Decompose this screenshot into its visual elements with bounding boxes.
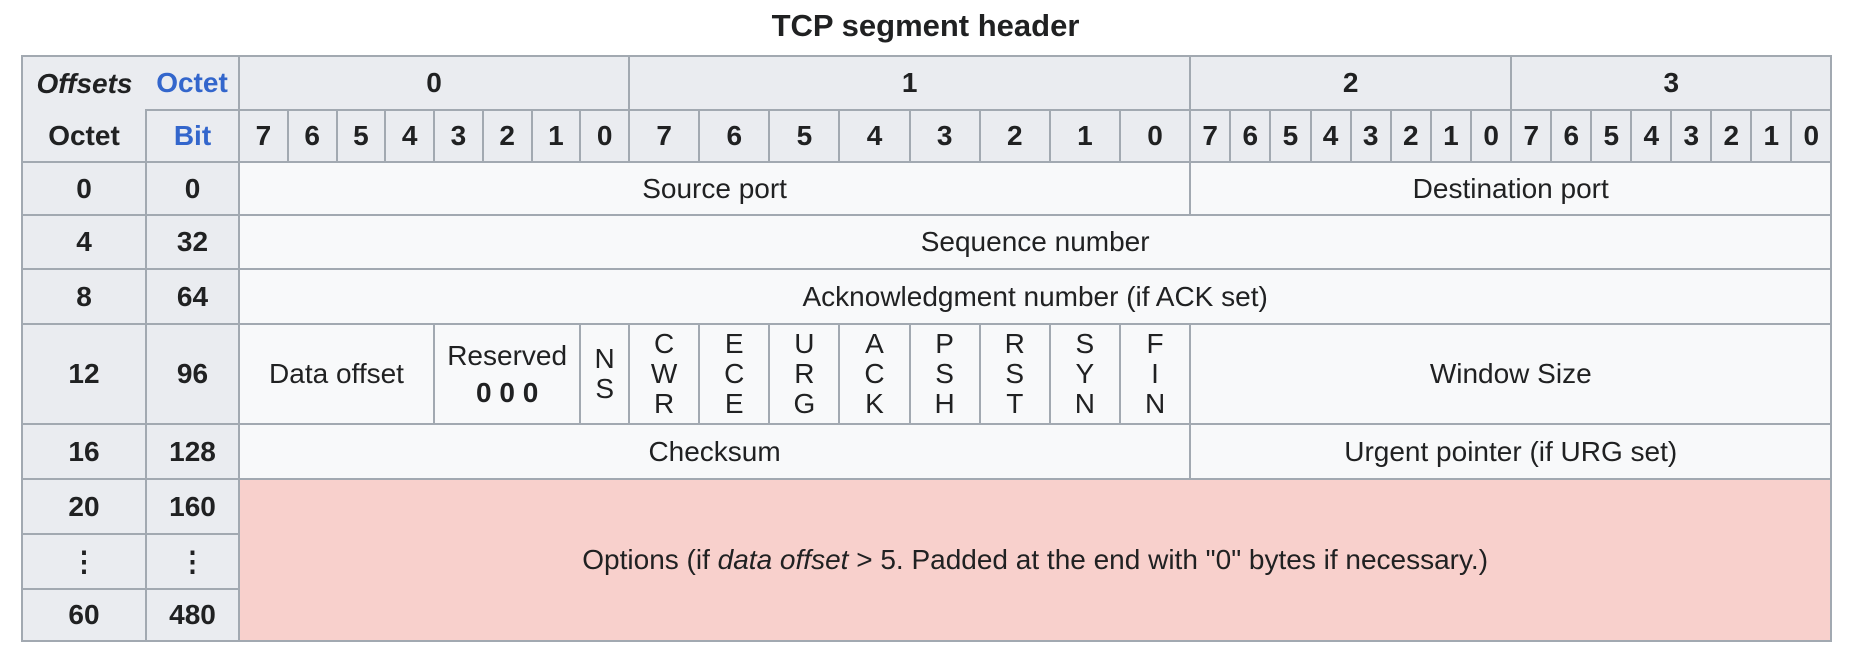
bit-header-cell: 0 — [1790, 109, 1833, 163]
bit-header-cell: 3 — [433, 109, 484, 163]
octet-group-header-3: 3 — [1510, 55, 1833, 111]
bit-header-cell: 2 — [978, 109, 1051, 163]
field-checksum: Checksum — [237, 423, 1192, 480]
bit-header-cell: 4 — [838, 109, 911, 163]
offset-octet-label: 12 — [21, 323, 147, 425]
field-options: Options (if data offset > 5. Padded at t… — [237, 478, 1833, 642]
bit-header-cell: 2 — [481, 109, 533, 163]
bit-header-cell: 6 — [286, 109, 338, 163]
offset-octet-label: ⋮ — [21, 533, 147, 590]
bit-header-cell: 7 — [628, 109, 701, 163]
offset-bit-label: 32 — [145, 214, 240, 270]
bit-header-cell: 6 — [1229, 109, 1272, 163]
octet-group-header-0: 0 — [237, 55, 631, 111]
row-offset-ellipsis: ⋮ ⋮ — [21, 533, 1831, 590]
bit-header-cell: 4 — [1630, 109, 1673, 163]
octet-link[interactable]: Octet — [146, 55, 240, 110]
field-destination-port: Destination port — [1189, 161, 1833, 216]
field-urgent-pointer: Urgent pointer (if URG set) — [1189, 423, 1833, 480]
field-source-port: Source port — [237, 161, 1192, 216]
octet-link-text[interactable]: Octet — [156, 67, 228, 98]
table-caption: TCP segment header — [771, 8, 1080, 43]
options-text-suffix: > 5. Padded at the end with "0" bytes if… — [848, 544, 1489, 575]
bit-header-cell: 1 — [1429, 109, 1473, 163]
field-data-offset: Data offset — [238, 323, 435, 425]
bit-header-cell: 6 — [698, 109, 771, 163]
offset-octet-label: 0 — [21, 161, 147, 216]
header-row-bits: Octet Bit 7 6 5 4 3 2 1 0 7 6 5 4 3 2 1 … — [21, 109, 1833, 163]
offset-octet-label: 60 — [21, 588, 147, 642]
options-text-prefix: Options (if — [582, 544, 718, 575]
field-reserved: Reserved 0 0 0 — [432, 323, 582, 425]
bit-header-cell: 3 — [1349, 109, 1392, 163]
bit-header-cell: 0 — [1118, 109, 1192, 163]
offset-bit-label: 480 — [145, 588, 240, 642]
bit-header-cell: 0 — [579, 109, 631, 163]
octet-group-header-1: 1 — [628, 55, 1192, 111]
row-offset-20: 20 160 Options (if data offset > 5. Padd… — [21, 478, 1833, 642]
offset-octet-label: 4 — [21, 214, 147, 270]
offset-bit-label: 0 — [145, 161, 240, 216]
bit-header-cell: 3 — [908, 109, 981, 163]
bit-header-cell: 4 — [384, 109, 435, 163]
offset-bit-label: 128 — [145, 423, 240, 480]
bit-header-cell: 1 — [1750, 109, 1793, 163]
tcp-header-table: Offsets Octet 0 1 2 3 Octet Bit 7 6 5 4 … — [21, 55, 1833, 642]
row-offset-4: 4 32 Sequence number — [21, 214, 1833, 270]
row-offset-8: 8 64 Acknowledgment number (if ACK set) — [21, 268, 1833, 325]
field-acknowledgment-number: Acknowledgment number (if ACK set) — [237, 268, 1833, 325]
bit-header-cell: 7 — [238, 109, 289, 163]
bit-header-cell: 5 — [335, 109, 387, 163]
bit-link-text[interactable]: Bit — [173, 120, 212, 151]
bit-header-cell: 7 — [1510, 109, 1553, 163]
offset-bit-label: 160 — [145, 478, 240, 535]
header-row-octets: Offsets Octet 0 1 2 3 — [21, 55, 1833, 111]
bit-header-cell: 6 — [1550, 109, 1593, 163]
octet-row-label: Octet — [21, 110, 146, 163]
offset-octet-label: 8 — [21, 268, 147, 325]
field-sequence-number: Sequence number — [237, 214, 1833, 270]
offsets-corner-label: Offsets — [21, 55, 146, 110]
options-text-italic: data offset — [717, 544, 849, 575]
bit-header-cell: 5 — [768, 109, 841, 163]
bit-header-cell: 3 — [1670, 109, 1713, 163]
bit-header-cell: 5 — [1269, 109, 1312, 163]
offset-octet-label: 20 — [21, 478, 147, 535]
tcp-header-diagram: TCP segment header Offsets Octet 0 1 2 3… — [21, 8, 1833, 642]
reserved-value: 0 0 0 — [475, 377, 539, 408]
bit-header-cell: 4 — [1309, 109, 1352, 163]
octet-group-header-2: 2 — [1189, 55, 1513, 111]
bit-header-cell: 2 — [1710, 109, 1753, 163]
row-offset-16: 16 128 Checksum Urgent pointer (if URG s… — [21, 423, 1833, 480]
bit-header-cell: 5 — [1590, 109, 1633, 163]
offset-bit-label: ⋮ — [145, 533, 240, 590]
reserved-label: Reserved — [447, 340, 568, 371]
bit-header-cell: 2 — [1389, 109, 1432, 163]
bit-link[interactable]: Bit — [145, 109, 240, 163]
bit-header-cell: 0 — [1470, 109, 1513, 163]
bit-header-cell: 1 — [1048, 109, 1121, 163]
bit-header-cell: 7 — [1189, 109, 1232, 163]
row-offset-60: 60 480 — [21, 588, 1831, 642]
row-offset-0: 0 0 Source port Destination port — [21, 161, 1833, 216]
offset-bit-label: 96 — [145, 323, 240, 425]
field-window-size: Window Size — [1189, 323, 1833, 425]
offset-octet-label: 16 — [21, 423, 147, 480]
bit-header-cell: 1 — [530, 109, 582, 163]
offset-bit-label: 64 — [145, 268, 240, 325]
